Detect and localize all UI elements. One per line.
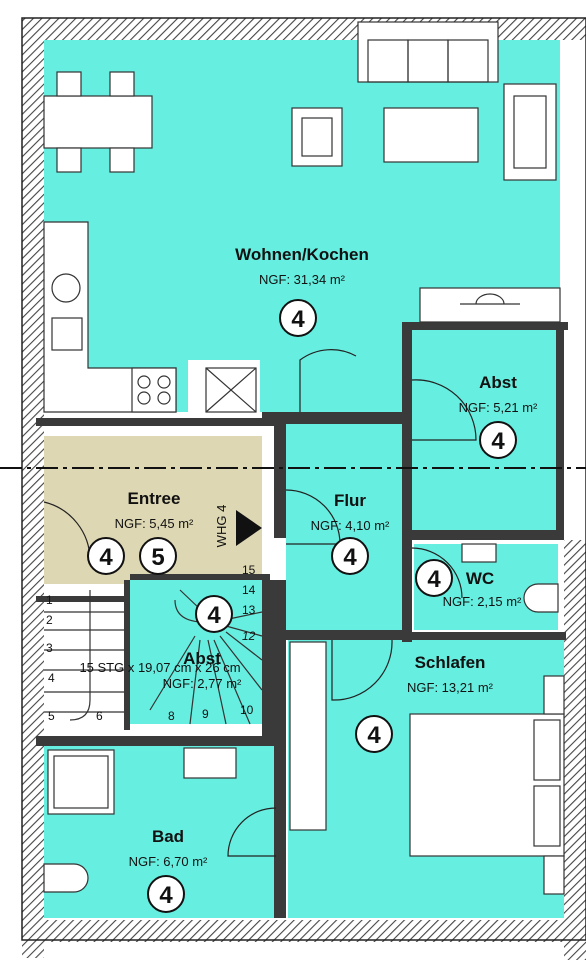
unit-label: WHG 4 — [214, 505, 229, 548]
svg-text:4: 4 — [207, 602, 221, 629]
room-name-flur: Flur — [334, 491, 366, 510]
svg-text:4: 4 — [491, 428, 505, 455]
outer-walls — [21, 17, 586, 960]
badge-wohnen: 4 — [279, 299, 317, 337]
room-stair-white — [44, 584, 130, 724]
badges: 4 4 4 5 4 4 4 4 4 — [87, 299, 517, 913]
room-name-abst-top: Abst — [479, 373, 517, 392]
sofa — [357, 21, 499, 83]
svg-text:4: 4 — [159, 882, 173, 909]
stair-note: 15 STG x 19,07 cm x 26 cm — [79, 660, 240, 675]
svg-text:9: 9 — [202, 707, 209, 721]
stair-step-numbers: 1 2 3 4 5 6 8 9 10 12 13 14 15 — [46, 563, 256, 723]
armchair-left — [291, 107, 343, 167]
armchair-right — [503, 83, 557, 181]
svg-text:4: 4 — [291, 306, 305, 333]
svg-text:4: 4 — [427, 566, 441, 593]
room-area-abst-stair: NGF: 2,77 m² — [163, 676, 242, 691]
room-name-wohnen: Wohnen/Kochen — [235, 245, 369, 264]
stair-direction-arrow — [236, 510, 262, 546]
room-name-entree: Entree — [128, 489, 181, 508]
svg-text:4: 4 — [48, 671, 55, 685]
svg-text:8: 8 — [168, 709, 175, 723]
badge-entree-a: 4 — [87, 537, 125, 575]
badge-schlafen: 4 — [355, 715, 393, 753]
room-name-bad: Bad — [152, 827, 184, 846]
svg-text:10: 10 — [240, 703, 254, 717]
room-name-wc: WC — [466, 569, 494, 588]
svg-text:5: 5 — [48, 709, 55, 723]
svg-text:5: 5 — [151, 544, 164, 571]
room-area-flur: NGF: 4,10 m² — [311, 518, 390, 533]
svg-text:6: 6 — [96, 709, 103, 723]
svg-text:3: 3 — [46, 641, 53, 655]
svg-text:2: 2 — [46, 613, 53, 627]
wardrobe — [289, 641, 327, 831]
labels: Wohnen/Kochen NGF: 31,34 m² Abst NGF: 5,… — [46, 245, 538, 869]
dining-table — [43, 71, 153, 173]
svg-text:1: 1 — [46, 593, 53, 607]
coffee-table — [383, 107, 479, 163]
room-area-bad: NGF: 6,70 m² — [129, 854, 208, 869]
room-area-wohnen: NGF: 31,34 m² — [259, 272, 346, 287]
room-name-schlafen: Schlafen — [415, 653, 486, 672]
sideboard — [419, 287, 561, 323]
svg-text:14: 14 — [242, 583, 256, 597]
room-area-abst-top: NGF: 5,21 m² — [459, 400, 538, 415]
badge-bad: 4 — [147, 875, 185, 913]
badge-abst-top: 4 — [479, 421, 517, 459]
svg-text:4: 4 — [343, 544, 357, 571]
svg-text:4: 4 — [99, 544, 113, 571]
svg-text:12: 12 — [242, 629, 256, 643]
room-name-abst-stair: Abst — [183, 649, 221, 668]
svg-text:4: 4 — [367, 722, 381, 749]
bath-fixtures — [43, 747, 237, 893]
stair — [44, 589, 263, 725]
kitchen-counter — [43, 221, 257, 413]
room-area-entree: NGF: 5,45 m² — [115, 516, 194, 531]
badge-wc: 4 — [415, 559, 453, 597]
svg-text:15: 15 — [242, 563, 256, 577]
room-area-wc: NGF: 2,15 m² — [443, 594, 522, 609]
badge-entree-b: 5 — [139, 537, 177, 575]
svg-text:13: 13 — [242, 603, 256, 617]
inner-walls — [36, 322, 568, 918]
wc-fixtures — [461, 543, 559, 613]
badge-abst-stair: 4 — [195, 595, 233, 633]
lamp-icon — [460, 293, 520, 305]
room-area-schlafen: NGF: 13,21 m² — [407, 680, 494, 695]
room-flur — [286, 424, 402, 630]
badge-flur: 4 — [331, 537, 369, 575]
bed — [409, 675, 565, 895]
